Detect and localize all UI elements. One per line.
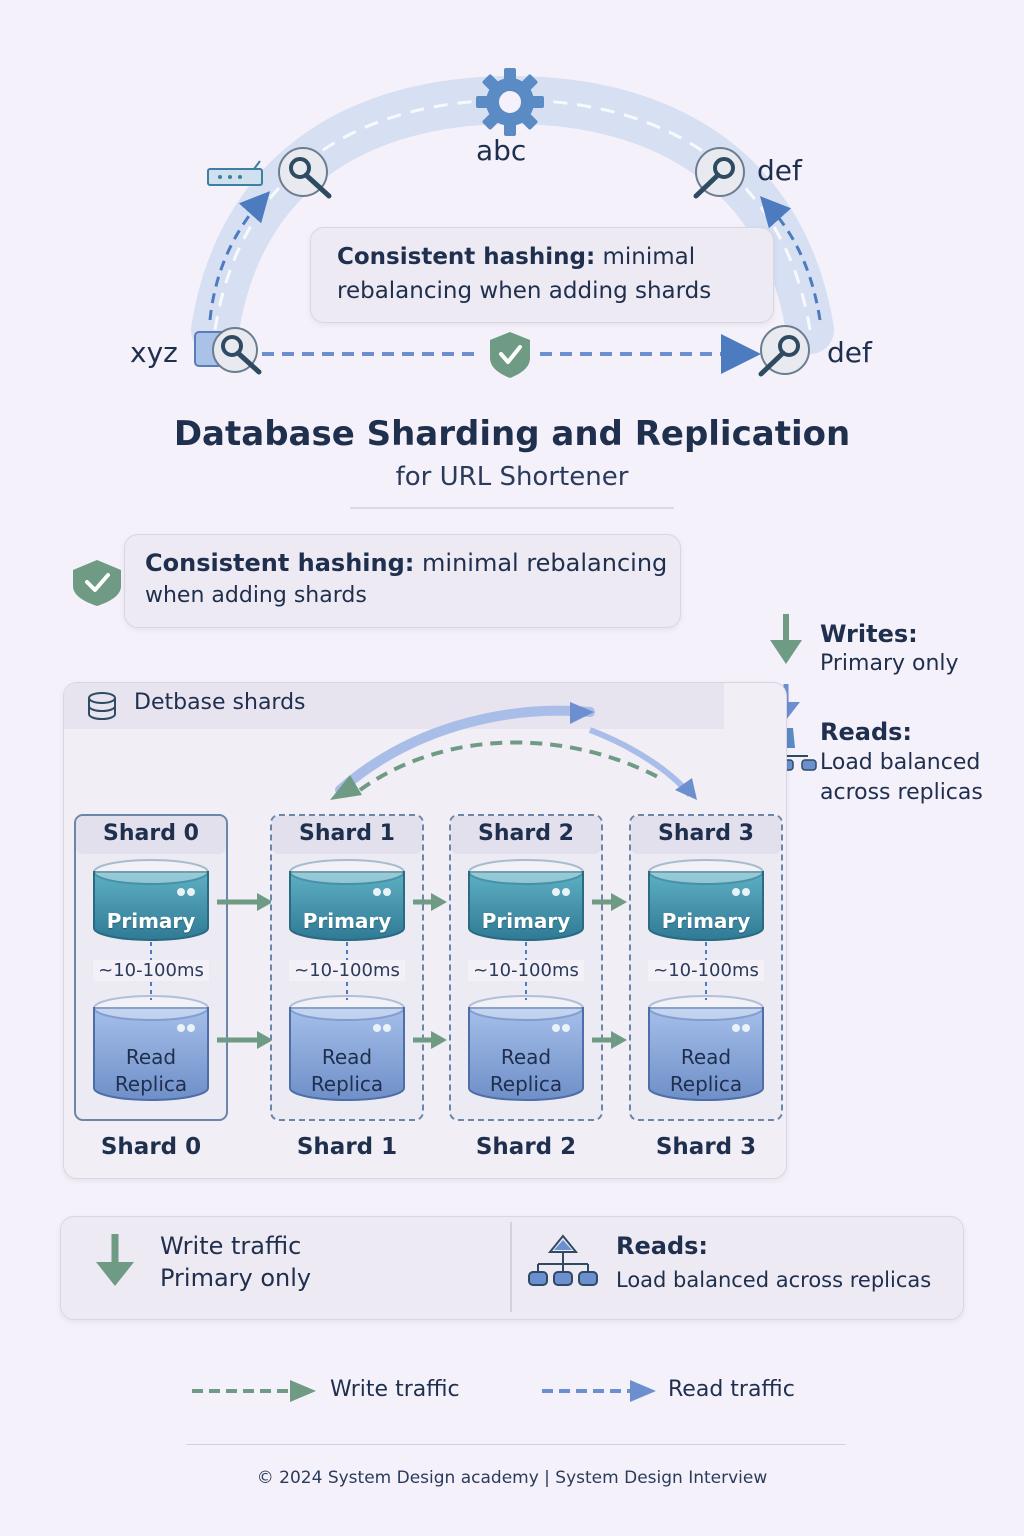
shard-footer-label: Shard 3 bbox=[655, 1134, 757, 1160]
shard-header-label: Shard 3 bbox=[658, 821, 754, 846]
legend-write-label: Write traffic bbox=[330, 1377, 460, 1402]
ring-node-label-right-lower: def bbox=[827, 336, 872, 369]
traffic-card bbox=[60, 1216, 964, 1320]
arrow-down-icon bbox=[770, 614, 802, 664]
replica-db-label-line2: Replica bbox=[114, 1072, 188, 1096]
hash-note-line2: when adding shards bbox=[145, 583, 367, 608]
reads-text-line2: across replicas bbox=[820, 780, 983, 805]
footer-text: © 2024 System Design academy | System De… bbox=[256, 1468, 768, 1488]
traffic-reads-text: Load balanced across replicas bbox=[616, 1268, 932, 1292]
replica-db-label-line1: Read bbox=[500, 1045, 552, 1069]
replica-db-label-line1: Read bbox=[125, 1045, 177, 1069]
key-icon bbox=[278, 147, 332, 199]
router-icon bbox=[207, 160, 263, 186]
replication-latency: ~10-100ms bbox=[289, 960, 405, 981]
hash-note-rest: minimal rebalancing bbox=[414, 549, 668, 577]
load-balancer-icon bbox=[528, 1234, 598, 1286]
primary-db-label: Primary bbox=[661, 909, 751, 933]
replica-db-label-line1: Read bbox=[321, 1045, 373, 1069]
key-icon bbox=[194, 327, 262, 375]
primary-db-label: Primary bbox=[481, 909, 571, 933]
ring-node-label-top: abc bbox=[476, 134, 527, 167]
hash-note: Consistent hashing: minimal rebalancing … bbox=[124, 534, 681, 628]
page-subtitle: for URL Shortener bbox=[395, 462, 629, 492]
ring-node-label-left: xyz bbox=[130, 336, 178, 369]
ring-callout: Consistent hashing: minimal rebalancing … bbox=[310, 227, 774, 323]
replica-db-label-line2: Replica bbox=[669, 1072, 743, 1096]
ring-callout-bold: Consistent hashing: bbox=[337, 244, 596, 270]
writes-title: Writes: bbox=[820, 620, 918, 648]
shard-footer-label: Shard 0 bbox=[100, 1134, 202, 1160]
shard-footer-label: Shard 2 bbox=[475, 1134, 577, 1160]
ring-callout-line2: rebalancing when adding shards bbox=[337, 278, 712, 304]
hash-note-bold: Consistent hashing: bbox=[145, 549, 415, 577]
traffic-reads-title: Reads: bbox=[616, 1232, 709, 1260]
database-icon bbox=[88, 692, 116, 721]
legend-read-label: Read traffic bbox=[668, 1377, 795, 1402]
traffic-write-line1: Write traffic bbox=[160, 1232, 302, 1260]
replica-db-label-line1: Read bbox=[680, 1045, 732, 1069]
replication-latency: ~10-100ms bbox=[93, 960, 209, 981]
shield-check-icon bbox=[490, 332, 530, 378]
shard-header-label: Shard 0 bbox=[103, 821, 199, 846]
replication-latency: ~10-100ms bbox=[648, 960, 764, 981]
replica-db-label-line2: Replica bbox=[489, 1072, 563, 1096]
replication-latency: ~10-100ms bbox=[468, 960, 584, 981]
shield-check-icon bbox=[73, 560, 121, 606]
shard-footer-label: Shard 1 bbox=[296, 1134, 398, 1160]
shard-header-label: Shard 2 bbox=[478, 821, 574, 846]
shard-header-label: Shard 1 bbox=[299, 821, 395, 846]
write-traffic-legend-line bbox=[192, 1380, 316, 1402]
writes-text: Primary only bbox=[820, 651, 959, 676]
arrow-down-icon bbox=[96, 1234, 134, 1286]
replica-db-label-line2: Replica bbox=[310, 1072, 384, 1096]
traffic-write-line2: Primary only bbox=[160, 1264, 312, 1292]
primary-db-label: Primary bbox=[302, 909, 392, 933]
reads-title: Reads: bbox=[820, 718, 913, 746]
footer-divider bbox=[186, 1444, 846, 1445]
key-icon bbox=[693, 147, 745, 199]
primary-db-label: Primary bbox=[106, 909, 196, 933]
gear-icon bbox=[476, 68, 544, 136]
read-traffic-legend-line bbox=[542, 1380, 656, 1402]
shards-panel-title: Detbase shards bbox=[134, 690, 306, 715]
page-title: Database Sharding and Replication bbox=[173, 414, 851, 454]
reads-text-line1: Load balanced bbox=[820, 750, 981, 775]
ring-node-label-right-upper: def bbox=[757, 154, 802, 187]
key-icon bbox=[758, 325, 810, 377]
traffic-divider bbox=[510, 1222, 512, 1312]
ring-callout-rest: minimal bbox=[595, 244, 696, 270]
